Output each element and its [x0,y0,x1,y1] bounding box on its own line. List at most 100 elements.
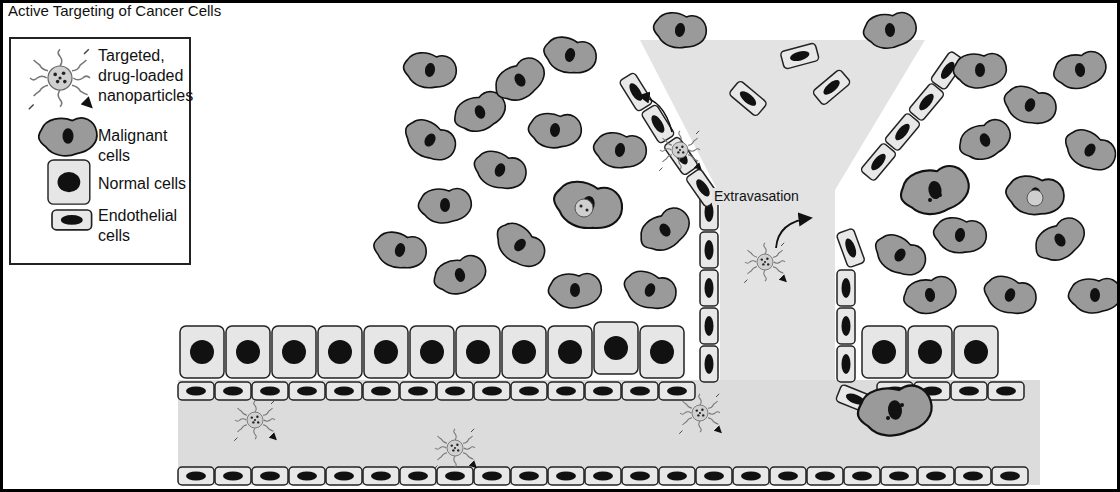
endothelial-wall [548,382,584,400]
normal-tissue-cells [226,326,270,378]
endothelial-wall [812,69,851,106]
movement-arrows [640,96,672,132]
malignant-cells [931,214,989,257]
endothelial-wall [884,112,921,151]
process-label: Extravasation [712,188,801,205]
malignant-cells [868,227,931,283]
figure-title: Active Targeting of Cancer Cells [8,2,221,20]
malignant-cells [548,274,601,308]
malignant-cells [619,265,681,315]
endothelial-wall [289,382,325,400]
malignant-cells [591,129,649,172]
cells-with-nanoparticles [938,193,942,197]
normal-tissue-cells [908,326,952,378]
endothelial-wall [326,382,362,400]
endothelial-wall [622,382,658,400]
endothelial-wall [585,467,621,485]
endothelial-wall [918,467,954,485]
normal-tissue-cells [410,326,454,378]
malignant-cells [488,215,551,275]
endothelial-wall [215,382,251,400]
malignant-cells [862,11,918,50]
malignant-cells [489,53,552,109]
legend-text: Normal cells [98,174,188,194]
normal-tissue-cells [640,326,684,378]
endothelial-wall [837,308,855,344]
malignant-cells [651,9,709,52]
endothelial-wall [474,467,510,485]
malignant-cells [370,227,430,274]
endothelial-wall [700,232,718,268]
cells-with-nanoparticles [928,198,932,202]
legend-text: Targeted, drug-loaded nanoparticles [98,46,198,106]
normal-tissue-cells [272,326,316,378]
malignant-cells [469,145,531,195]
normal-tissue-cells [548,326,592,378]
cells-with-nanoparticles [856,384,934,438]
cells-with-nanoparticles [549,175,627,236]
normal-tissue-cells [456,326,500,378]
endothelial-wall [955,467,991,485]
legend-box [52,210,92,230]
movement-arrows [640,96,810,248]
endothelial-wall [363,382,399,400]
cells-with-nanoparticles [586,209,589,212]
endothelial-wall [770,467,806,485]
vessel-lumen [178,380,1040,485]
normal-tissue-cells [180,326,224,378]
normal-tissue-cells [594,322,638,374]
nanoparticles [234,131,786,469]
endothelial-wall [178,382,214,400]
endothelial-wall [844,467,880,485]
malignant-cells [398,112,461,168]
malignant-cells [527,111,583,150]
endothelial-wall [700,308,718,344]
endothelial-wall [178,43,1028,485]
legend-text: Endothelial cells [98,206,188,246]
legend-box [48,160,90,204]
cells-with-nanoparticles [886,416,890,420]
endothelial-wall [178,467,214,485]
endothelial-wall [860,142,897,181]
endothelial-wall [548,467,584,485]
malignant-cells [370,9,1120,321]
endothelial-wall [252,467,288,485]
nanoparticles [234,401,276,441]
malignant-cells [1058,122,1120,178]
legend-text: Malignant cells [98,126,188,166]
endothelial-wall [437,467,473,485]
malignant-cells [954,116,1016,166]
endothelial-wall [807,467,843,485]
malignant-cells [999,80,1061,130]
endothelial-wall [988,382,1024,400]
cells-with-nanoparticles [549,163,1067,438]
endothelial-wall [992,467,1028,485]
movement-arrows [776,218,810,248]
legend-box [39,118,97,156]
endothelial-wall [474,382,510,400]
endothelial-wall [951,382,987,400]
endothelial-wall [326,467,362,485]
malignant-cells [953,54,1006,88]
normal-tissue-cells [180,322,998,378]
endothelial-wall [437,382,473,400]
nanoparticles [659,131,701,171]
endothelial-wall [908,82,945,121]
endothelial-wall [215,467,251,485]
endothelial-wall [837,346,855,382]
endothelial-wall [696,467,732,485]
normal-tissue-cells [318,326,362,378]
cells-with-nanoparticles [1027,190,1043,206]
endothelial-wall [659,467,695,485]
cells-with-nanoparticles [575,199,593,217]
normal-tissue-cells [954,326,998,378]
cells-with-nanoparticles [900,403,904,407]
endothelial-wall [585,382,621,400]
cells-with-nanoparticles [897,163,973,219]
endothelial-wall [619,72,653,112]
malignant-cells [979,270,1041,320]
nanoparticles [679,394,721,434]
endothelial-wall [780,43,819,70]
